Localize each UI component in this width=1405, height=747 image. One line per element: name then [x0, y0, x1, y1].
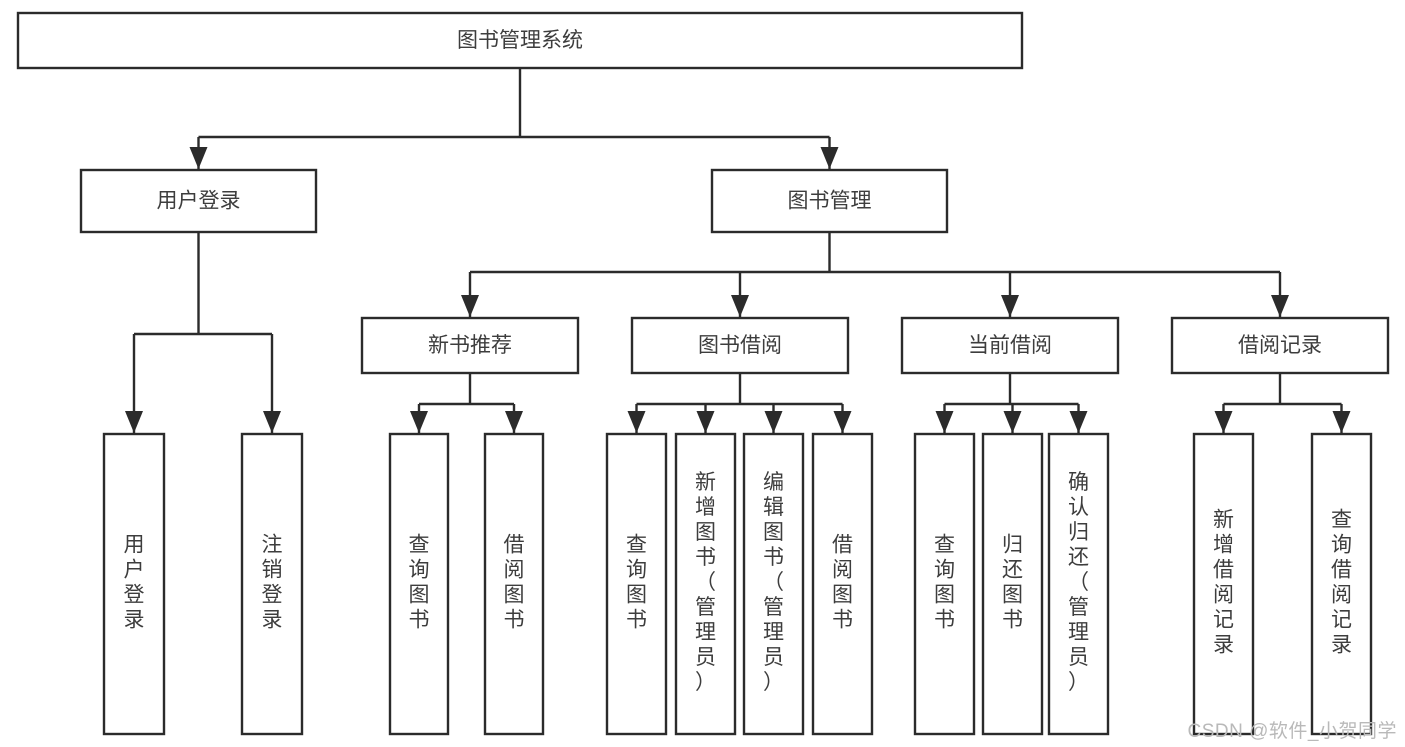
node-level2-0[interactable]: 用户登录 [79, 168, 318, 234]
node-leaf-4[interactable]: 查询图书 [605, 432, 668, 736]
node-label: 注销登录 [262, 534, 283, 632]
edge-arrowhead [410, 411, 428, 433]
edge-arrowhead [731, 295, 749, 317]
node-leaf-2[interactable]: 查询图书 [388, 432, 450, 736]
node-label: 查询借阅记录 [1331, 509, 1352, 657]
edge-arrowhead [1003, 411, 1022, 433]
node-label: 用户登录 [124, 534, 145, 632]
node-label: 当前借阅 [968, 334, 1052, 357]
connector-edges [125, 68, 1351, 433]
edge-arrowhead [1332, 411, 1351, 433]
node-label: 新增借阅记录 [1213, 509, 1234, 657]
node-box-用户登录[interactable] [79, 168, 318, 234]
node-label: 新书推荐 [428, 334, 512, 357]
node-box-注销登录[interactable] [240, 432, 304, 736]
node-box-查询图书[interactable] [388, 432, 450, 736]
node-leaf-10[interactable]: 确认归还（管理员） [1047, 432, 1110, 736]
node-label: 归还图书 [1002, 534, 1023, 632]
node-level3-1[interactable]: 图书借阅 [630, 316, 850, 375]
node-level3-2[interactable]: 当前借阅 [900, 316, 1120, 375]
node-label: 编辑图书（管理员） [763, 471, 784, 694]
node-label: 借阅图书 [832, 534, 853, 632]
node-box-确认归还管理员[interactable] [1047, 432, 1110, 736]
node-box-图书借阅[interactable] [630, 316, 850, 375]
edge-arrowhead [696, 411, 715, 433]
node-leaf-3[interactable]: 借阅图书 [483, 432, 545, 736]
node-level2-1[interactable]: 图书管理 [710, 168, 949, 234]
node-leaf-11[interactable]: 新增借阅记录 [1192, 432, 1255, 736]
edge-arrowhead [833, 411, 852, 433]
node-label: 借阅记录 [1238, 334, 1322, 357]
node-box-新书推荐[interactable] [360, 316, 580, 375]
edge-arrowhead [263, 411, 281, 433]
node-leaf-0[interactable]: 用户登录 [102, 432, 166, 736]
node-box-新增图书管理员[interactable] [674, 432, 737, 736]
node-box-图书管理[interactable] [710, 168, 949, 234]
node-boxes: 图书管理系统用户登录图书管理新书推荐图书借阅当前借阅借阅记录用户登录注销登录查询… [16, 11, 1390, 736]
node-label: 图书借阅 [698, 334, 782, 357]
node-level3-0[interactable]: 新书推荐 [360, 316, 580, 375]
node-box-归还图书[interactable] [981, 432, 1044, 736]
edge-arrowhead [1214, 411, 1233, 433]
node-box-借阅图书[interactable] [483, 432, 545, 736]
edge-arrowhead [935, 411, 954, 433]
edge-arrowhead [1069, 411, 1088, 433]
node-label: 用户登录 [157, 190, 241, 213]
edge-arrowhead [1271, 295, 1289, 317]
edge-arrowhead [505, 411, 523, 433]
edge-arrowhead [764, 411, 783, 433]
edge-arrowhead [461, 295, 479, 317]
node-box-用户登录[interactable] [102, 432, 166, 736]
node-leaf-7[interactable]: 借阅图书 [811, 432, 874, 736]
edge-arrowhead [189, 147, 208, 169]
node-label: 查询图书 [626, 534, 647, 632]
node-box-当前借阅[interactable] [900, 316, 1120, 375]
node-box-查询图书[interactable] [913, 432, 976, 736]
node-leaf-5[interactable]: 新增图书（管理员） [674, 432, 737, 736]
edge-arrowhead [627, 411, 646, 433]
edge-arrowhead [125, 411, 143, 433]
node-label: 查询图书 [409, 534, 430, 632]
node-label: 借阅图书 [504, 534, 525, 632]
node-box-借阅图书[interactable] [811, 432, 874, 736]
node-label: 查询图书 [934, 534, 955, 632]
node-leaf-12[interactable]: 查询借阅记录 [1310, 432, 1373, 736]
node-box-查询借阅记录[interactable] [1310, 432, 1373, 736]
node-box-图书管理系统[interactable] [16, 11, 1024, 70]
node-level3-3[interactable]: 借阅记录 [1170, 316, 1390, 375]
node-label: 图书管理 [788, 190, 872, 213]
node-leaf-8[interactable]: 查询图书 [913, 432, 976, 736]
node-leaf-6[interactable]: 编辑图书（管理员） [742, 432, 805, 736]
node-leaf-1[interactable]: 注销登录 [240, 432, 304, 736]
node-label: 新增图书（管理员） [695, 471, 716, 694]
node-box-借阅记录[interactable] [1170, 316, 1390, 375]
node-box-编辑图书管理员[interactable] [742, 432, 805, 736]
edge-arrowhead [1001, 295, 1019, 317]
node-box-新增借阅记录[interactable] [1192, 432, 1255, 736]
node-label: 确认归还（管理员） [1068, 471, 1089, 694]
node-box-查询图书[interactable] [605, 432, 668, 736]
node-root-0[interactable]: 图书管理系统 [16, 11, 1024, 70]
node-leaf-9[interactable]: 归还图书 [981, 432, 1044, 736]
node-label: 图书管理系统 [457, 29, 583, 52]
edge-arrowhead [820, 147, 839, 169]
